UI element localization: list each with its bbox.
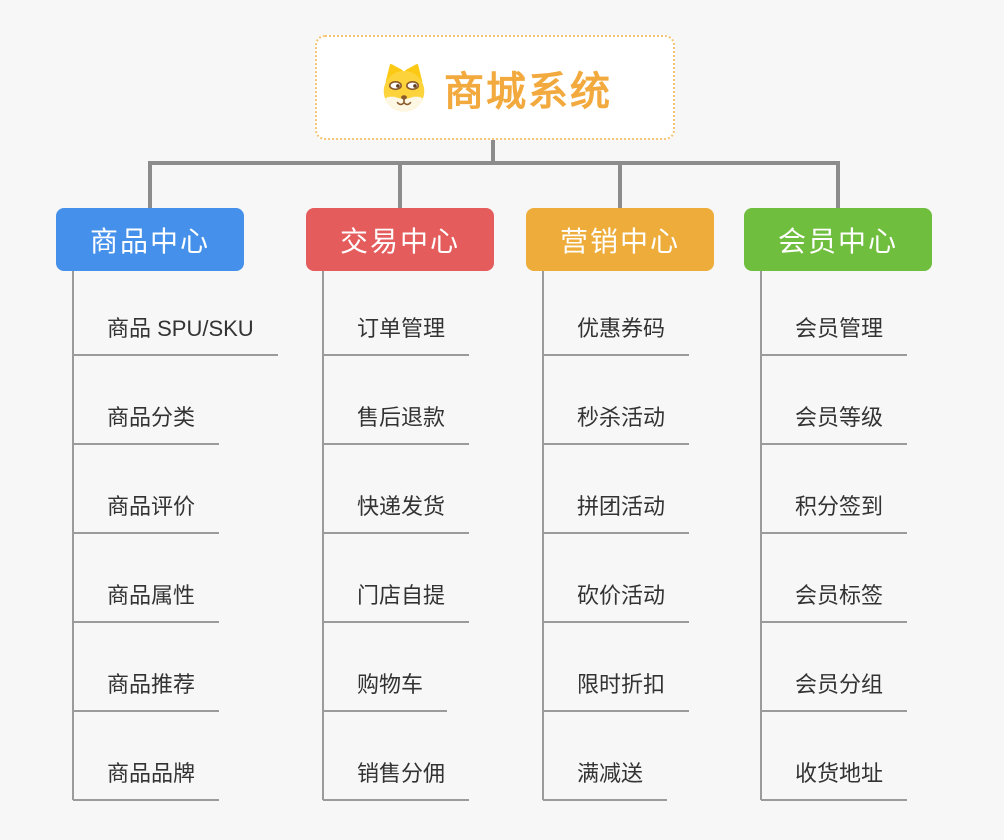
connector-child-line [72, 271, 74, 800]
connector-branch-drop [618, 161, 622, 208]
branch-header-label: 交易中心 [339, 225, 460, 257]
leaf-item[interactable]: 拼团活动 [543, 491, 690, 534]
branch-header[interactable]: 营销中心 [526, 208, 714, 271]
leaf-item[interactable]: 会员分组 [761, 669, 908, 712]
leaf-item[interactable]: 商品属性 [73, 580, 220, 623]
leaf-item[interactable]: 订单管理 [323, 313, 470, 356]
connector-bus [148, 161, 840, 165]
leaf-item[interactable]: 商品推荐 [73, 669, 220, 712]
leaf-item[interactable]: 门店自提 [323, 580, 470, 623]
connector-child-line [760, 271, 762, 800]
leaf-item[interactable]: 售后退款 [323, 402, 470, 445]
leaf-item[interactable]: 商品评价 [73, 491, 220, 534]
leaf-item[interactable]: 满减送 [543, 758, 668, 801]
branch-header[interactable]: 会员中心 [744, 208, 932, 271]
leaf-item[interactable]: 销售分佣 [323, 758, 470, 801]
leaf-item[interactable]: 会员标签 [761, 580, 908, 623]
connector-root-stub [491, 140, 495, 165]
branch-header[interactable]: 交易中心 [306, 208, 494, 271]
connector-child-line [542, 271, 544, 800]
branch-header-label: 商品中心 [89, 225, 210, 257]
branch-header-label: 会员中心 [777, 225, 898, 257]
leaf-item[interactable]: 积分签到 [761, 491, 908, 534]
leaf-item[interactable]: 会员等级 [761, 402, 908, 445]
shiba-dog-icon [378, 62, 430, 114]
leaf-item[interactable]: 商品分类 [73, 402, 220, 445]
branch-header[interactable]: 商品中心 [56, 208, 244, 271]
connector-branch-drop [836, 161, 840, 208]
connector-branch-drop [398, 161, 402, 208]
leaf-item[interactable]: 快递发货 [323, 491, 470, 534]
leaf-item[interactable]: 收货地址 [761, 758, 908, 801]
connector-branch-drop [148, 161, 152, 208]
leaf-item[interactable]: 限时折扣 [543, 669, 690, 712]
connector-child-line [322, 271, 324, 800]
leaf-item[interactable]: 商品品牌 [73, 758, 220, 801]
branch-header-label: 营销中心 [559, 225, 680, 257]
leaf-item[interactable]: 购物车 [323, 669, 448, 712]
leaf-item[interactable]: 砍价活动 [543, 580, 690, 623]
root-title: 商城系统 [444, 69, 612, 114]
leaf-item[interactable]: 商品 SPU/SKU [73, 313, 278, 356]
leaf-item[interactable]: 秒杀活动 [543, 402, 690, 445]
leaf-item[interactable]: 优惠券码 [543, 313, 690, 356]
leaf-item[interactable]: 会员管理 [761, 313, 908, 356]
root-node[interactable]: 商城系统 [315, 35, 675, 140]
